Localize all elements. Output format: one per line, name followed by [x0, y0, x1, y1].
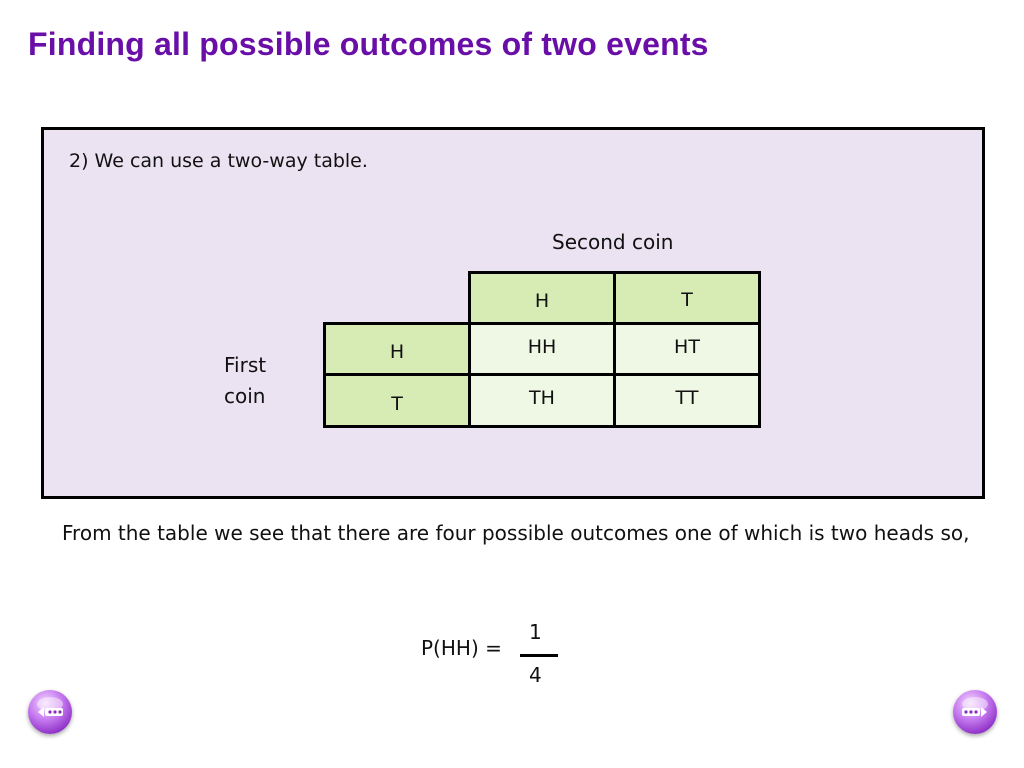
table-cell-th-text: TH [529, 387, 555, 409]
column-header-t-text: T [681, 289, 693, 311]
fraction-bar [520, 654, 558, 657]
table-cell-tt: TT [613, 373, 761, 428]
row-header-h: H [323, 322, 471, 376]
table-cell-tt-text: TT [675, 387, 699, 409]
slide-title: Finding all possible outcomes of two eve… [28, 26, 709, 62]
row-header-t: T [323, 373, 471, 428]
table-cell-ht: HT [613, 322, 761, 376]
first-coin-label-line2: coin [224, 384, 266, 408]
nav-next-icon [962, 697, 988, 717]
content-panel: 2) We can use a two-way table. Second co… [41, 127, 985, 499]
table-cell-hh-text: HH [527, 336, 557, 358]
fraction-numerator: 1 [529, 620, 542, 644]
column-header-h-text: H [534, 290, 550, 312]
next-slide-button[interactable] [953, 690, 997, 734]
intro-text: 2) We can use a two-way table. [69, 150, 368, 172]
row-header-h-text: H [389, 341, 405, 363]
table-cell-th: TH [468, 373, 616, 428]
probability-label: P(HH) = [421, 636, 502, 660]
fraction-denominator: 4 [529, 663, 542, 687]
column-header-t: T [613, 271, 761, 325]
column-header-h: H [468, 271, 616, 325]
table-cell-hh: HH [468, 322, 616, 376]
row-header-t-text: T [391, 393, 403, 415]
first-coin-label-line1: First [224, 353, 267, 377]
previous-slide-button[interactable] [28, 690, 72, 734]
first-coin-label: First coin [224, 350, 266, 412]
summary-text: From the table we see that there are fou… [62, 521, 970, 545]
nav-prev-icon [37, 697, 63, 717]
second-coin-label: Second coin [552, 230, 674, 254]
table-cell-ht-text: HT [674, 336, 700, 358]
